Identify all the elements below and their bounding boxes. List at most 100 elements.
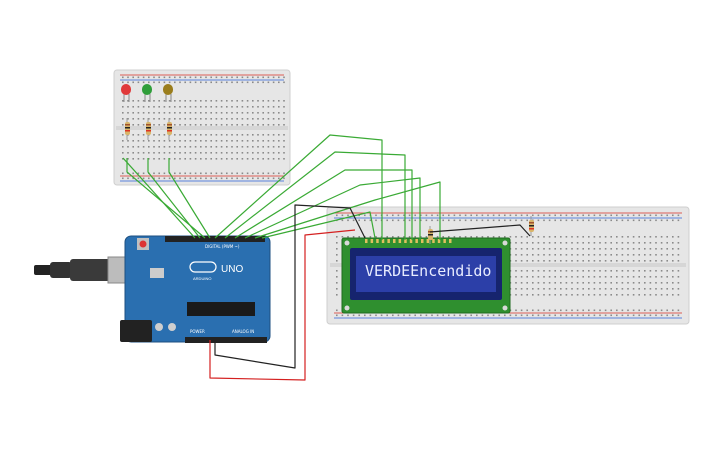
breadboard-hole [515,294,517,296]
breadboard-hole [543,214,545,217]
breadboard-hole [515,214,517,217]
breadboard-hole [205,172,207,175]
power-analog-header [185,337,267,343]
breadboard-hole [252,158,254,160]
breadboard-hole [252,140,254,142]
breadboard-hole [604,260,607,262]
breadboard-hole [666,236,668,238]
breadboard-hole [621,242,624,244]
lcd-module[interactable]: VERDEEncendido [341,237,511,314]
breadboard-hole [560,219,562,222]
led-yellow[interactable] [163,84,173,102]
breadboard-hole [168,140,171,142]
breadboard-hole [655,242,657,244]
breadboard-hole [532,276,534,278]
breadboard-hole [520,282,523,284]
breadboard-hole [153,118,155,120]
breadboard-hole [548,254,551,256]
breadboard-hole [520,288,523,290]
breadboard-hole [632,294,635,296]
led-red[interactable] [121,84,131,102]
breadboard-hole [593,282,596,284]
lcd-display-text: VERDEEncendido [365,262,491,280]
breadboard-hole [179,81,181,84]
breadboard-hole [236,172,238,175]
breadboard-hole [220,177,223,180]
breadboard-hole [593,288,596,290]
breadboard-hole [627,254,629,256]
breadboard-hole [194,158,197,160]
breadboard-hole [677,309,680,312]
breadboard-hole [272,172,275,175]
breadboard-hole [153,112,155,114]
breadboard-hole [336,248,338,250]
wires[interactable] [122,134,531,381]
breadboard-hole [588,309,590,312]
breadboard-hole [520,242,523,244]
breadboard-hole [278,134,280,136]
breadboard-hole [644,219,646,222]
breadboard-hole [492,214,495,217]
resistor-3[interactable] [167,118,172,140]
breadboard-hole [158,76,160,79]
breadboard-hole [252,177,254,180]
breadboard-hole [153,172,155,175]
breadboard-hole [132,118,134,120]
breadboard-hole [189,112,192,114]
breadboard-hole [184,81,186,84]
breadboard-hole [526,254,528,256]
breadboard-hole [655,314,657,317]
resistor-1[interactable] [125,118,130,140]
breadboard-hole [184,172,186,175]
breadboard-hole [621,254,624,256]
resistor-lcd[interactable] [529,216,534,236]
breadboard-hole [576,219,579,222]
breadboard-hole [644,248,646,250]
breadboard-hole [537,314,540,317]
breadboard-hole [220,76,223,79]
resistor-2[interactable] [146,118,151,140]
lcd-pin [370,239,374,243]
breadboard-hole [392,214,394,217]
breadboard-hole [442,214,444,217]
breadboard-hole [137,124,140,126]
breadboard-hole [560,248,562,250]
breadboard-hole [672,282,674,284]
breadboard-hole [554,288,556,290]
breadboard-hole [122,118,124,120]
breadboard-hole [515,309,517,312]
breadboard-hole [200,158,202,160]
breadboard-hole [137,100,140,102]
breadboard-hole [526,288,528,290]
breadboard-hole [132,112,134,114]
breadboard-hole [132,124,134,126]
breadboard-hole [272,118,275,120]
breadboard-hole [660,288,663,290]
breadboard-hole [226,134,228,136]
lcd-pin [409,239,413,243]
small-breadboard[interactable] [113,69,291,186]
breadboard-hole [189,124,192,126]
breadboard-hole [548,214,551,217]
breadboard-hole [476,214,478,217]
breadboard-hole [509,219,512,222]
breadboard-hole [236,81,238,84]
breadboard-hole [554,294,556,296]
breadboard-hole [215,106,218,108]
breadboard-hole [267,112,270,114]
breadboard-hole [621,294,624,296]
breadboard-hole [537,309,540,312]
breadboard-hole [122,76,124,79]
led-green[interactable] [142,84,152,102]
arduino-uno-board[interactable]: UNO ARDUINO DIGITAL (PWM ~) POWER ANALOG… [120,235,271,343]
breadboard-hole [487,236,489,238]
breadboard-hole [565,236,568,238]
breadboard-hole [621,248,624,250]
breadboard-hole [576,314,579,317]
usb-cable[interactable] [34,256,139,284]
breadboard-hole [205,118,207,120]
breadboard-hole [142,118,145,120]
breadboard-hole [403,214,405,217]
breadboard-hole [142,112,145,114]
